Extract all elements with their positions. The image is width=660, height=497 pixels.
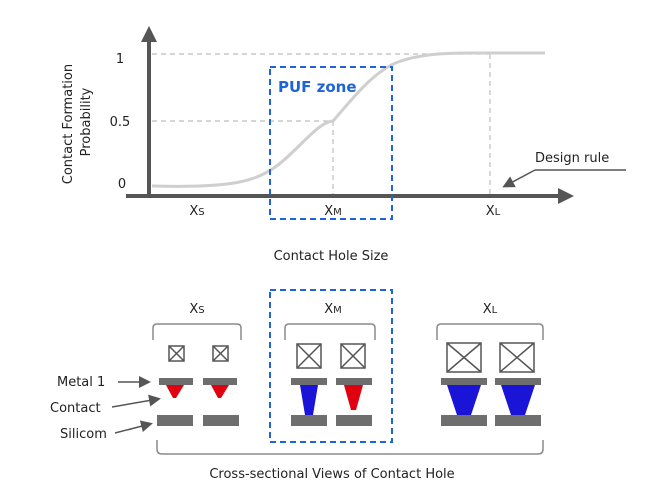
- x-axis-arrow-icon: [558, 188, 574, 204]
- probability-plot: PUF zone 1 0.5 0 Contact Formation Proba…: [61, 26, 626, 264]
- bracket-xs: [152, 323, 242, 340]
- cross-section-caption: Cross-sectional Views of Contact Hole: [209, 467, 454, 482]
- y-tick-0: 0: [118, 177, 126, 192]
- silicon-bar: [441, 415, 487, 426]
- silicon-bar: [336, 415, 372, 426]
- metal-bar: [291, 378, 327, 385]
- metal-bar: [441, 378, 487, 385]
- probability-curve: [151, 51, 545, 188]
- silicon-layer-label: Silicom: [60, 427, 107, 442]
- cross-section-views: XS XM XL: [50, 289, 544, 482]
- contact-formed: [447, 385, 481, 415]
- silicon-bar: [495, 415, 541, 426]
- metal-layer-label: Metal 1: [57, 375, 105, 390]
- silicon-pointer: [114, 420, 153, 434]
- contact-fail: [211, 385, 229, 398]
- design-rule-pointer: [502, 169, 536, 188]
- bracket-xm: [284, 323, 376, 340]
- silicon-bar: [203, 415, 239, 426]
- silicon-bar: [157, 415, 193, 426]
- contact-layer-label: Contact: [50, 401, 101, 416]
- x-tick-xs: XS: [189, 204, 204, 219]
- metal-bar: [159, 378, 193, 385]
- x-tick-xm: XM: [324, 204, 342, 219]
- contact-pointer: [111, 394, 161, 408]
- y-tick-0.5: 0.5: [110, 115, 131, 130]
- puf-zone-box-lower: [269, 289, 393, 443]
- contact-fail: [166, 385, 184, 398]
- cross-section-xm: [291, 343, 372, 426]
- group-label-xs: XS: [189, 302, 204, 317]
- crossed-square-icon: [212, 345, 229, 362]
- silicon-bar: [291, 415, 327, 426]
- group-label-xl: XL: [483, 302, 498, 317]
- group-label-xm: XM: [324, 302, 342, 317]
- x-tick-xl: XL: [486, 204, 501, 219]
- crossed-square-icon: [340, 343, 366, 369]
- y-axis-label: Contact Formation Probability: [61, 60, 94, 184]
- bracket-xl: [436, 323, 544, 340]
- contact-formed: [300, 385, 318, 415]
- design-rule-label: Design rule: [535, 151, 609, 166]
- cross-section-xl: [441, 342, 541, 426]
- puf-zone-box: [269, 66, 393, 220]
- y-tick-1: 1: [116, 52, 124, 67]
- crossed-square-icon: [168, 345, 185, 362]
- y-axis-arrow-icon: [141, 26, 157, 42]
- metal-bar: [495, 378, 541, 385]
- metal-bar: [336, 378, 372, 385]
- metal-bar: [203, 378, 237, 385]
- x-axis-label: Contact Hole Size: [274, 249, 389, 264]
- puf-zone-label: PUF zone: [278, 78, 357, 96]
- crossed-square-icon: [296, 343, 322, 369]
- crossed-square-icon: [446, 342, 482, 373]
- contact-formed: [501, 385, 535, 415]
- crossed-square-icon: [499, 342, 535, 373]
- cross-section-xs: [157, 345, 239, 426]
- contact-fail: [344, 385, 363, 410]
- caption-bracket: [156, 440, 544, 455]
